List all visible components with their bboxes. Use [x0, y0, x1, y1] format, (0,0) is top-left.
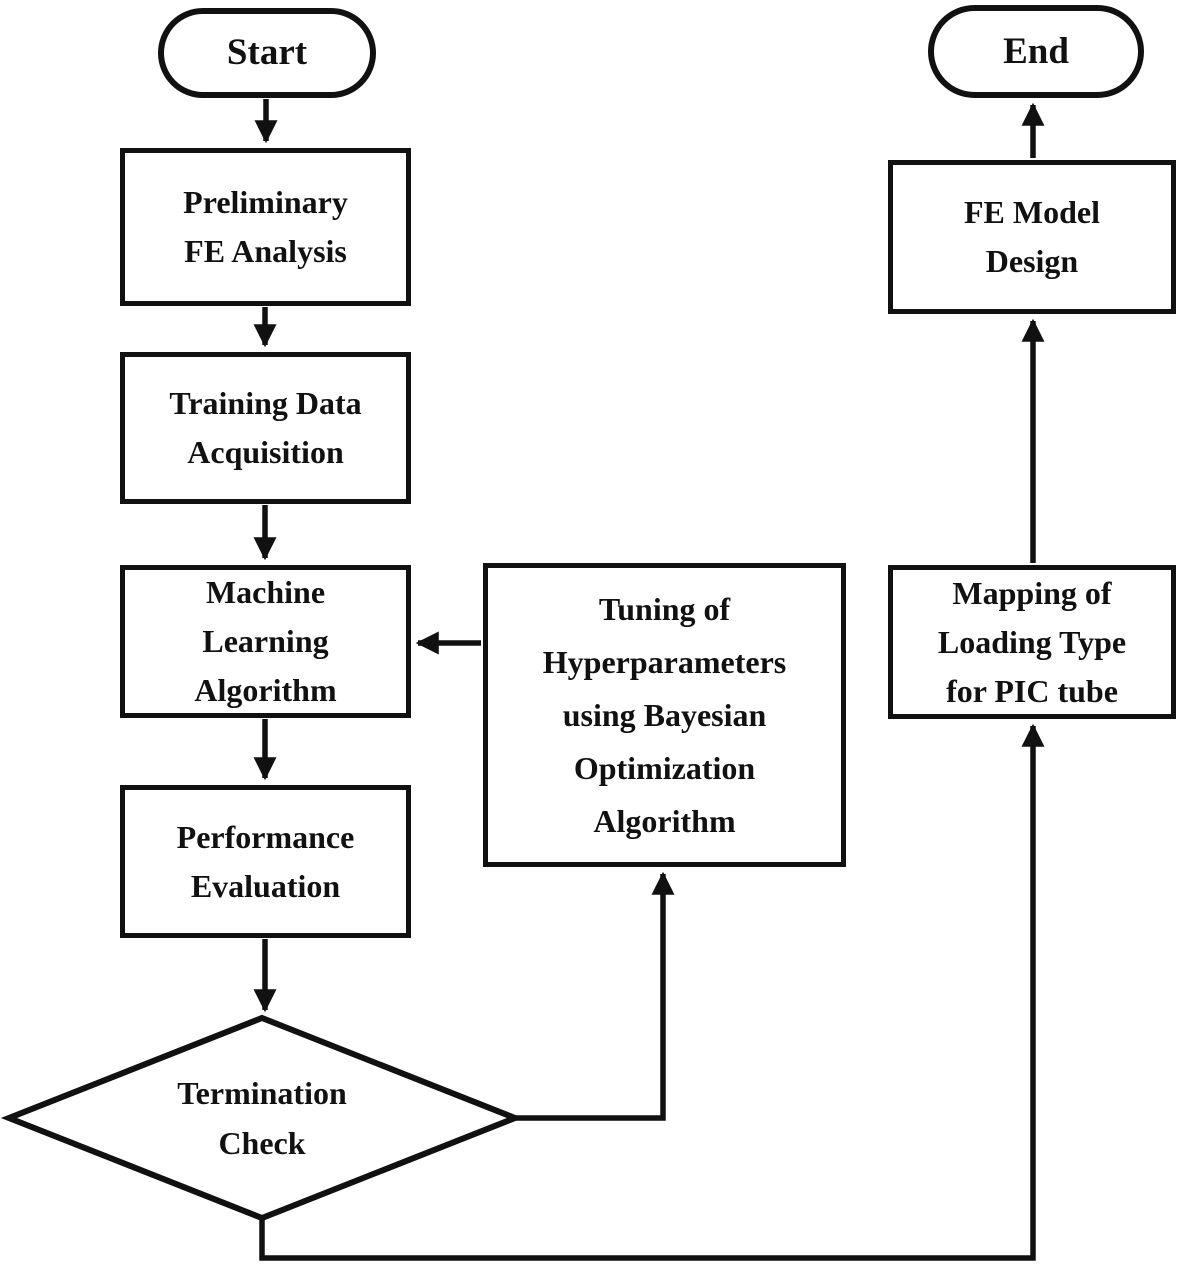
- node-tuning-hyperparameters: Tuning of Hyperparameters using Bayesian…: [483, 563, 846, 867]
- node-mapping-loading-type-line: for PIC tube: [946, 672, 1118, 709]
- node-performance-evaluation-line: Evaluation: [190, 867, 341, 904]
- node-training-data-acquisition-line: Training Data: [169, 385, 362, 421]
- node-machine-learning-algorithm: Machine Learning Algorithm: [120, 565, 411, 718]
- node-machine-learning-algorithm-line: Machine: [205, 574, 326, 610]
- node-performance-evaluation: Performance Evaluation: [120, 785, 411, 938]
- node-start-label: Start: [226, 32, 308, 73]
- node-preliminary-fe-analysis-line: Preliminary: [183, 184, 348, 220]
- node-end-label: End: [1003, 30, 1069, 72]
- node-tuning-hyperparameters-line: Hyperparameters: [542, 643, 787, 680]
- node-mapping-loading-type: Mapping of Loading Type for PIC tube: [888, 565, 1176, 719]
- termination-check-diamond-shape: [0, 1014, 524, 1222]
- node-preliminary-fe-analysis: Preliminary FE Analysis: [120, 148, 411, 306]
- node-training-data-acquisition-line: Acquisition: [187, 434, 344, 470]
- node-start: Start: [158, 8, 376, 98]
- node-machine-learning-algorithm-line: Algorithm: [194, 672, 337, 708]
- node-mapping-loading-type-line: Mapping of: [952, 574, 1112, 611]
- node-end: End: [928, 5, 1144, 98]
- node-termination-check-line: Check: [218, 1125, 306, 1161]
- node-performance-evaluation-line: Performance: [176, 818, 355, 855]
- node-termination-check: Termination Check: [112, 1068, 412, 1168]
- node-mapping-loading-type-line: Loading Type: [937, 623, 1127, 660]
- node-tuning-hyperparameters-line: Tuning of: [598, 590, 731, 627]
- node-preliminary-fe-analysis-line: FE Analysis: [184, 233, 347, 269]
- node-tuning-hyperparameters-line: using Bayesian: [562, 696, 767, 733]
- node-tuning-hyperparameters-line: Optimization: [573, 749, 756, 786]
- node-termination-check-line: Termination: [177, 1075, 347, 1111]
- node-tuning-hyperparameters-line: Algorithm: [593, 802, 736, 839]
- node-fe-model-design-line: Design: [985, 243, 1079, 279]
- node-fe-model-design-line: FE Model: [964, 194, 1100, 230]
- node-training-data-acquisition: Training Data Acquisition: [120, 352, 411, 504]
- node-fe-model-design: FE Model Design: [888, 160, 1176, 314]
- node-machine-learning-algorithm-line: Learning: [202, 623, 329, 659]
- arrow-termination-to-mapping: [259, 723, 1045, 1261]
- arrow-termination-to-tuning: [513, 871, 675, 1121]
